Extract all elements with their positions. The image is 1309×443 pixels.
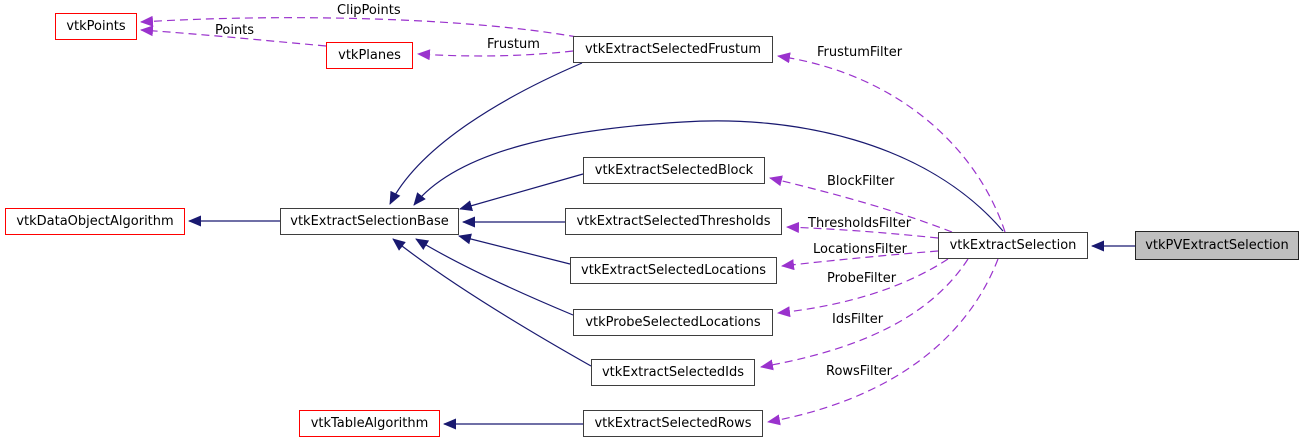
edge-frustumfilter xyxy=(777,52,1006,233)
edge-vtkExtractSelection-to-vtkExtractSelectionBase xyxy=(413,120,1004,232)
node-label: vtkExtractSelectedFrustum xyxy=(584,42,762,57)
node-vtkPlanes[interactable]: vtkPlanes xyxy=(326,42,413,69)
node-vtkExtractSelectedIds[interactable]: vtkExtractSelectedIds xyxy=(591,359,755,386)
node-label: vtkExtractSelectedBlock xyxy=(594,163,754,178)
edge-label-frustumfilter: FrustumFilter xyxy=(817,45,903,60)
node-label: vtkExtractSelection xyxy=(949,238,1077,253)
node-vtkExtractSelection[interactable]: vtkExtractSelection xyxy=(938,232,1088,259)
node-label: vtkExtractSelectedLocations xyxy=(581,263,766,278)
edge-label-frustum: Frustum xyxy=(487,37,540,52)
node-vtkProbeSelectedLocations[interactable]: vtkProbeSelectedLocations xyxy=(573,309,773,336)
node-label: vtkExtractSelectionBase xyxy=(290,214,449,229)
edge-clippoints xyxy=(140,15,578,38)
edge-rowsfilter xyxy=(767,258,999,426)
node-vtkExtractSelectedBlock[interactable]: vtkExtractSelectedBlock xyxy=(583,157,765,184)
node-label: vtkPVExtractSelection xyxy=(1145,238,1289,253)
node-label: vtkPoints xyxy=(66,19,126,34)
edge-label-clippoints: ClipPoints xyxy=(337,3,401,18)
edge-idsfilter xyxy=(760,258,969,371)
node-vtkExtractSelectionBase[interactable]: vtkExtractSelectionBase xyxy=(280,208,459,235)
edge-label-locationsfilter: LocationsFilter xyxy=(813,242,907,257)
node-vtkPVExtractSelection: vtkPVExtractSelection xyxy=(1135,231,1299,260)
edge-vtkExtractSelectedFrustum-to-vtkExtractSelectionBase xyxy=(389,62,583,205)
node-label: vtkDataObjectAlgorithm xyxy=(16,214,174,229)
node-label: vtkExtractSelectedRows xyxy=(594,416,752,431)
node-vtkExtractSelectedRows[interactable]: vtkExtractSelectedRows xyxy=(583,410,763,437)
edge-probefilter xyxy=(777,258,949,318)
edge-blockfilter xyxy=(769,175,953,233)
edge-frustum xyxy=(417,49,574,61)
node-label: vtkTableAlgorithm xyxy=(310,416,429,431)
node-label: vtkPlanes xyxy=(338,48,401,63)
node-vtkExtractSelectedThresholds[interactable]: vtkExtractSelectedThresholds xyxy=(565,208,782,235)
edge-vtkProbeSelectedLocations-to-vtkExtractSelectionBase xyxy=(415,238,574,316)
edge-vtkExtractSelectedBlock-to-vtkExtractSelectionBase xyxy=(459,173,584,212)
node-label: vtkExtractSelectedIds xyxy=(601,365,745,380)
edge-points xyxy=(140,25,327,47)
edge-vtkExtractSelectedLocations-to-vtkExtractSelectionBase xyxy=(458,233,571,265)
edge-thresholdsfilter xyxy=(786,221,939,239)
edge-label-idsfilter: IdsFilter xyxy=(832,312,884,327)
node-vtkPoints[interactable]: vtkPoints xyxy=(55,13,137,40)
edge-label-blockfilter: BlockFilter xyxy=(827,174,895,189)
edge-label-thresholdsfilter: ThresholdsFilter xyxy=(808,216,912,231)
node-label: vtkExtractSelectedThresholds xyxy=(576,214,771,229)
node-vtkExtractSelectedLocations[interactable]: vtkExtractSelectedLocations xyxy=(570,257,777,284)
node-vtkDataObjectAlgorithm[interactable]: vtkDataObjectAlgorithm xyxy=(5,208,185,235)
node-vtkTableAlgorithm[interactable]: vtkTableAlgorithm xyxy=(299,410,440,437)
node-vtkExtractSelectedFrustum[interactable]: vtkExtractSelectedFrustum xyxy=(573,36,773,63)
node-label: vtkProbeSelectedLocations xyxy=(585,315,761,330)
edge-vtkExtractSelectedIds-to-vtkExtractSelectionBase xyxy=(392,238,592,367)
edge-label-points: Points xyxy=(215,23,255,38)
edge-label-rowsfilter: RowsFilter xyxy=(826,364,893,379)
edge-locationsfilter xyxy=(781,250,939,271)
edge-label-probefilter: ProbeFilter xyxy=(827,271,897,286)
